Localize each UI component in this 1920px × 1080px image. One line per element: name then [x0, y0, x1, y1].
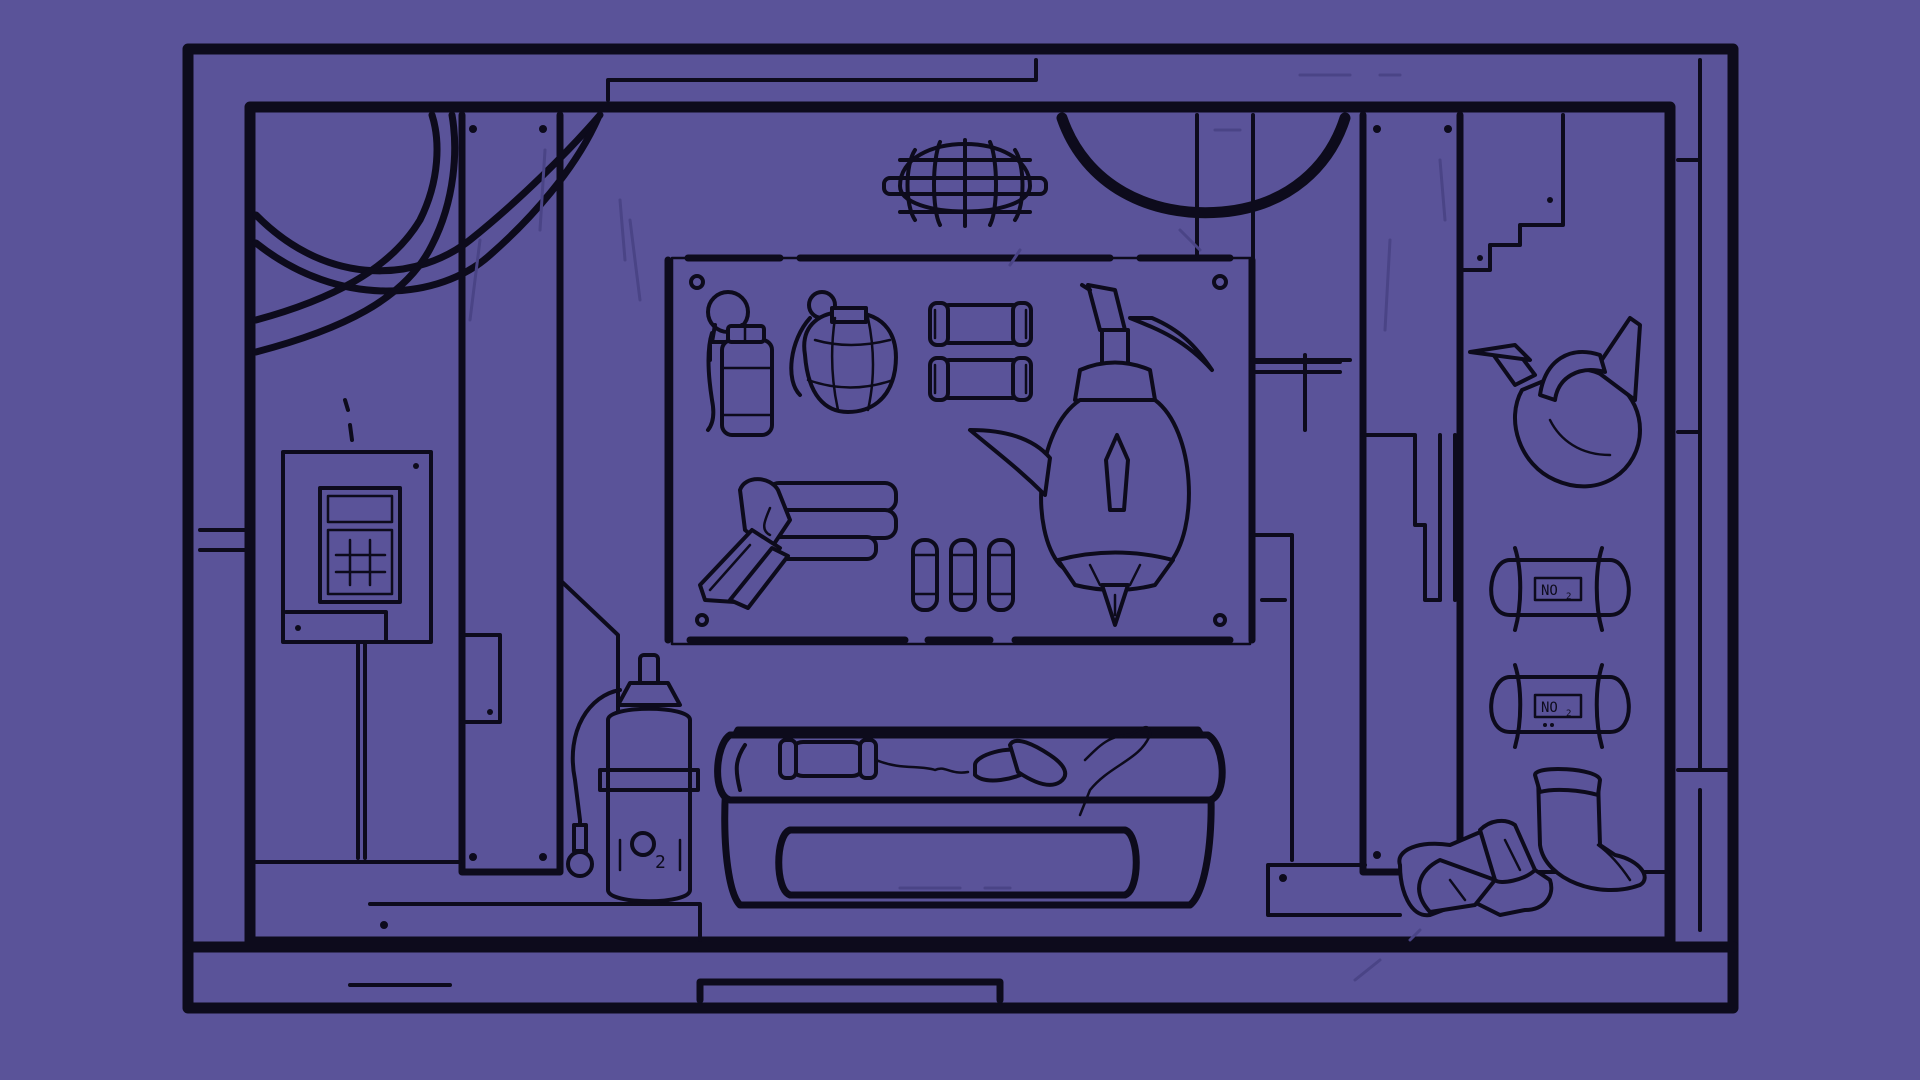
no2-tank-top[interactable]: NO 2 [1489, 546, 1631, 632]
dynamite-bundle[interactable] [778, 738, 970, 780]
no2-bottom-sub: 2 [1566, 709, 1571, 719]
oxygen-tank[interactable]: 2 O [566, 653, 700, 904]
detonator-stick[interactable] [973, 725, 1152, 817]
smoke-grenade[interactable] [706, 290, 774, 437]
ammo-canister-top[interactable] [928, 301, 1033, 347]
cat-ear-helmet[interactable] [1468, 316, 1642, 489]
no2-bottom-label: NO [1541, 700, 1558, 716]
no2-tank-bottom[interactable]: NO 2 [1489, 663, 1631, 749]
blaster-pistol[interactable] [698, 477, 898, 610]
ammo-clip-1[interactable] [911, 538, 939, 612]
electrical-control-box[interactable] [281, 398, 433, 860]
boot-pair[interactable] [1397, 766, 1647, 918]
frag-grenade[interactable] [789, 290, 898, 414]
o2-sub-label: 2 [655, 852, 666, 873]
cable-bundle-left [252, 111, 604, 356]
surface-scratches [618, 198, 1422, 982]
drill-teapot-bomb[interactable] [968, 283, 1214, 627]
no2-top-label: NO [1541, 583, 1558, 599]
left-wall-panel [254, 111, 702, 942]
no2-top-sub: 2 [1566, 592, 1571, 602]
room-frame [182, 43, 1739, 1014]
ammo-clip-3[interactable] [987, 538, 1015, 612]
ammo-clip-2[interactable] [949, 538, 977, 612]
cage-ceiling-lamp [882, 138, 1048, 228]
ammo-canister-bottom[interactable] [928, 356, 1033, 402]
right-wall-panel [1266, 111, 1670, 917]
